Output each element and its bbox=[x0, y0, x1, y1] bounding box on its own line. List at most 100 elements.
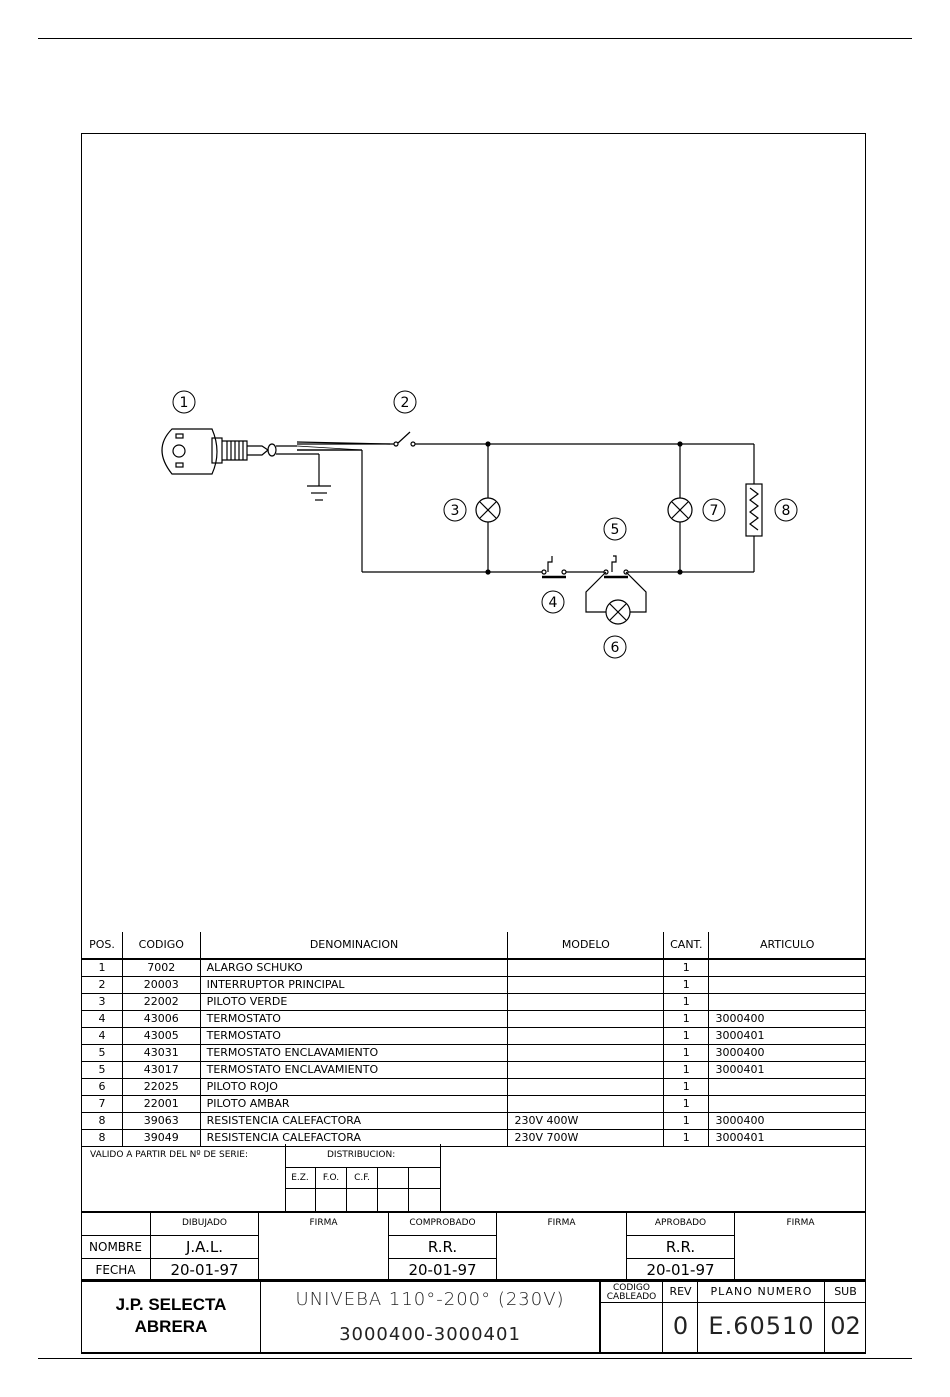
header-pos: POS. bbox=[81, 932, 123, 960]
cell-denominacion: PILOTO ROJO bbox=[199, 1078, 509, 1096]
distribution-column bbox=[409, 1167, 441, 1212]
plano-value: E.60510 bbox=[708, 1312, 815, 1340]
cell-denominacion: TERMOSTATO ENCLAVAMIENTO bbox=[199, 1044, 509, 1062]
cell-articulo: 3000400 bbox=[708, 1112, 866, 1130]
cell-pos: 1 bbox=[81, 959, 123, 977]
rev-value: 0 bbox=[672, 1312, 689, 1340]
cell-cant: 1 bbox=[663, 1010, 710, 1028]
company-line-2: ABRERA bbox=[134, 1317, 208, 1336]
approval-column: FIRMA bbox=[735, 1212, 866, 1280]
distribution-columns: E.Z. F.O. C.F. bbox=[285, 1167, 441, 1212]
approval-header: FIRMA bbox=[309, 1218, 338, 1228]
cell-cant: 1 bbox=[663, 976, 710, 994]
approvals-block bbox=[81, 1212, 866, 1280]
cell-pos: 6 bbox=[81, 1078, 123, 1096]
bottom-rule bbox=[38, 1358, 912, 1359]
distribution-label: DISTRIBUCION: bbox=[327, 1150, 396, 1160]
callout-6 bbox=[603, 635, 627, 659]
approval-date: 20-01-97 bbox=[151, 1258, 258, 1280]
cell-denominacion: PILOTO VERDE bbox=[199, 993, 509, 1011]
thermostat-4-symbol bbox=[541, 556, 567, 579]
approval-date: FECHA bbox=[81, 1258, 150, 1280]
approval-column: FIRMA bbox=[497, 1212, 627, 1280]
distribution-column-label: C.F. bbox=[354, 1173, 370, 1183]
wiring-schematic: 1 2 3 4 5 6 7 8 bbox=[161, 390, 798, 659]
distribution-column: F.O. bbox=[316, 1167, 347, 1212]
cell-denominacion: ALARGO SCHUKO bbox=[199, 959, 509, 977]
cell-modelo: 230V 400W bbox=[507, 1112, 665, 1130]
callout-7 bbox=[702, 498, 726, 522]
cell-modelo bbox=[507, 1078, 665, 1096]
cell-codigo: 43017 bbox=[121, 1061, 201, 1079]
parts-table: POS. CODIGO DENOMINACION MODELO CANT. AR… bbox=[81, 932, 866, 1147]
cell-pos: 3 bbox=[81, 993, 123, 1011]
header-cant: CANT. bbox=[663, 932, 710, 960]
cell-cant: 1 bbox=[663, 1078, 710, 1096]
cell-articulo: 3000400 bbox=[708, 1010, 866, 1028]
header-denominacion: DENOMINACION bbox=[199, 932, 509, 960]
cell-modelo bbox=[507, 1044, 665, 1062]
thermostat-5-symbol bbox=[603, 555, 629, 579]
cell-codigo: 39049 bbox=[121, 1129, 201, 1147]
cell-codigo: 43031 bbox=[121, 1044, 201, 1062]
callout-1 bbox=[172, 390, 196, 414]
cell-modelo: 230V 700W bbox=[507, 1129, 665, 1147]
distribution-column: E.Z. bbox=[285, 1167, 316, 1212]
plano-label: PLANO NUMERO bbox=[710, 1285, 813, 1298]
top-rule bbox=[38, 38, 912, 39]
cell-articulo bbox=[708, 1078, 866, 1096]
cell-articulo bbox=[708, 1095, 866, 1113]
header-articulo: ARTICULO bbox=[708, 932, 866, 960]
approval-name: J.A.L. bbox=[151, 1235, 258, 1258]
approval-name: R.R. bbox=[389, 1235, 496, 1258]
cell-denominacion: TERMOSTATO bbox=[199, 1027, 509, 1045]
cell-cant: 1 bbox=[663, 1112, 710, 1130]
rev-label: REV bbox=[669, 1285, 692, 1298]
main-switch-symbol bbox=[393, 431, 416, 447]
company-line-1: J.P. SELECTA bbox=[115, 1295, 227, 1314]
cell-cant: 1 bbox=[663, 1129, 710, 1147]
header-codigo: CODIGO bbox=[121, 932, 201, 960]
cell-codigo: 43005 bbox=[121, 1027, 201, 1045]
cell-articulo: 3000400 bbox=[708, 1044, 866, 1062]
title-header-row bbox=[600, 1280, 866, 1303]
cell-modelo bbox=[507, 1010, 665, 1028]
header-modelo: MODELO bbox=[507, 932, 665, 960]
cell-pos: 7 bbox=[81, 1095, 123, 1113]
cell-articulo: 3000401 bbox=[708, 1129, 866, 1147]
approval-column: FIRMA bbox=[259, 1212, 389, 1280]
callout-2 bbox=[393, 390, 417, 414]
plano-cell bbox=[698, 1280, 825, 1354]
distribution-column-label: E.Z. bbox=[291, 1173, 309, 1183]
approval-header: FIRMA bbox=[786, 1218, 815, 1228]
cell-articulo bbox=[708, 993, 866, 1011]
callout-label: 8 bbox=[782, 503, 791, 519]
callout-label: 1 bbox=[180, 395, 189, 411]
cell-cant: 1 bbox=[663, 1061, 710, 1079]
cell-modelo bbox=[507, 959, 665, 977]
company-name: J.P. SELECTA ABRERA bbox=[82, 1294, 260, 1338]
cell-pos: 5 bbox=[81, 1061, 123, 1079]
cell-articulo bbox=[708, 959, 866, 977]
cell-cant: 1 bbox=[663, 1095, 710, 1113]
cell-modelo bbox=[507, 1027, 665, 1045]
title-block bbox=[81, 1280, 866, 1354]
cell-denominacion: INTERRUPTOR PRINCIPAL bbox=[199, 976, 509, 994]
cell-codigo: 39063 bbox=[121, 1112, 201, 1130]
cell-pos: 4 bbox=[81, 1010, 123, 1028]
sub-value: 02 bbox=[830, 1312, 861, 1340]
cell-denominacion: TERMOSTATO ENCLAVAMIENTO bbox=[199, 1061, 509, 1079]
approval-header: COMPROBADO bbox=[409, 1218, 476, 1228]
ground-symbol bbox=[307, 485, 331, 501]
cell-codigo: 22002 bbox=[121, 993, 201, 1011]
